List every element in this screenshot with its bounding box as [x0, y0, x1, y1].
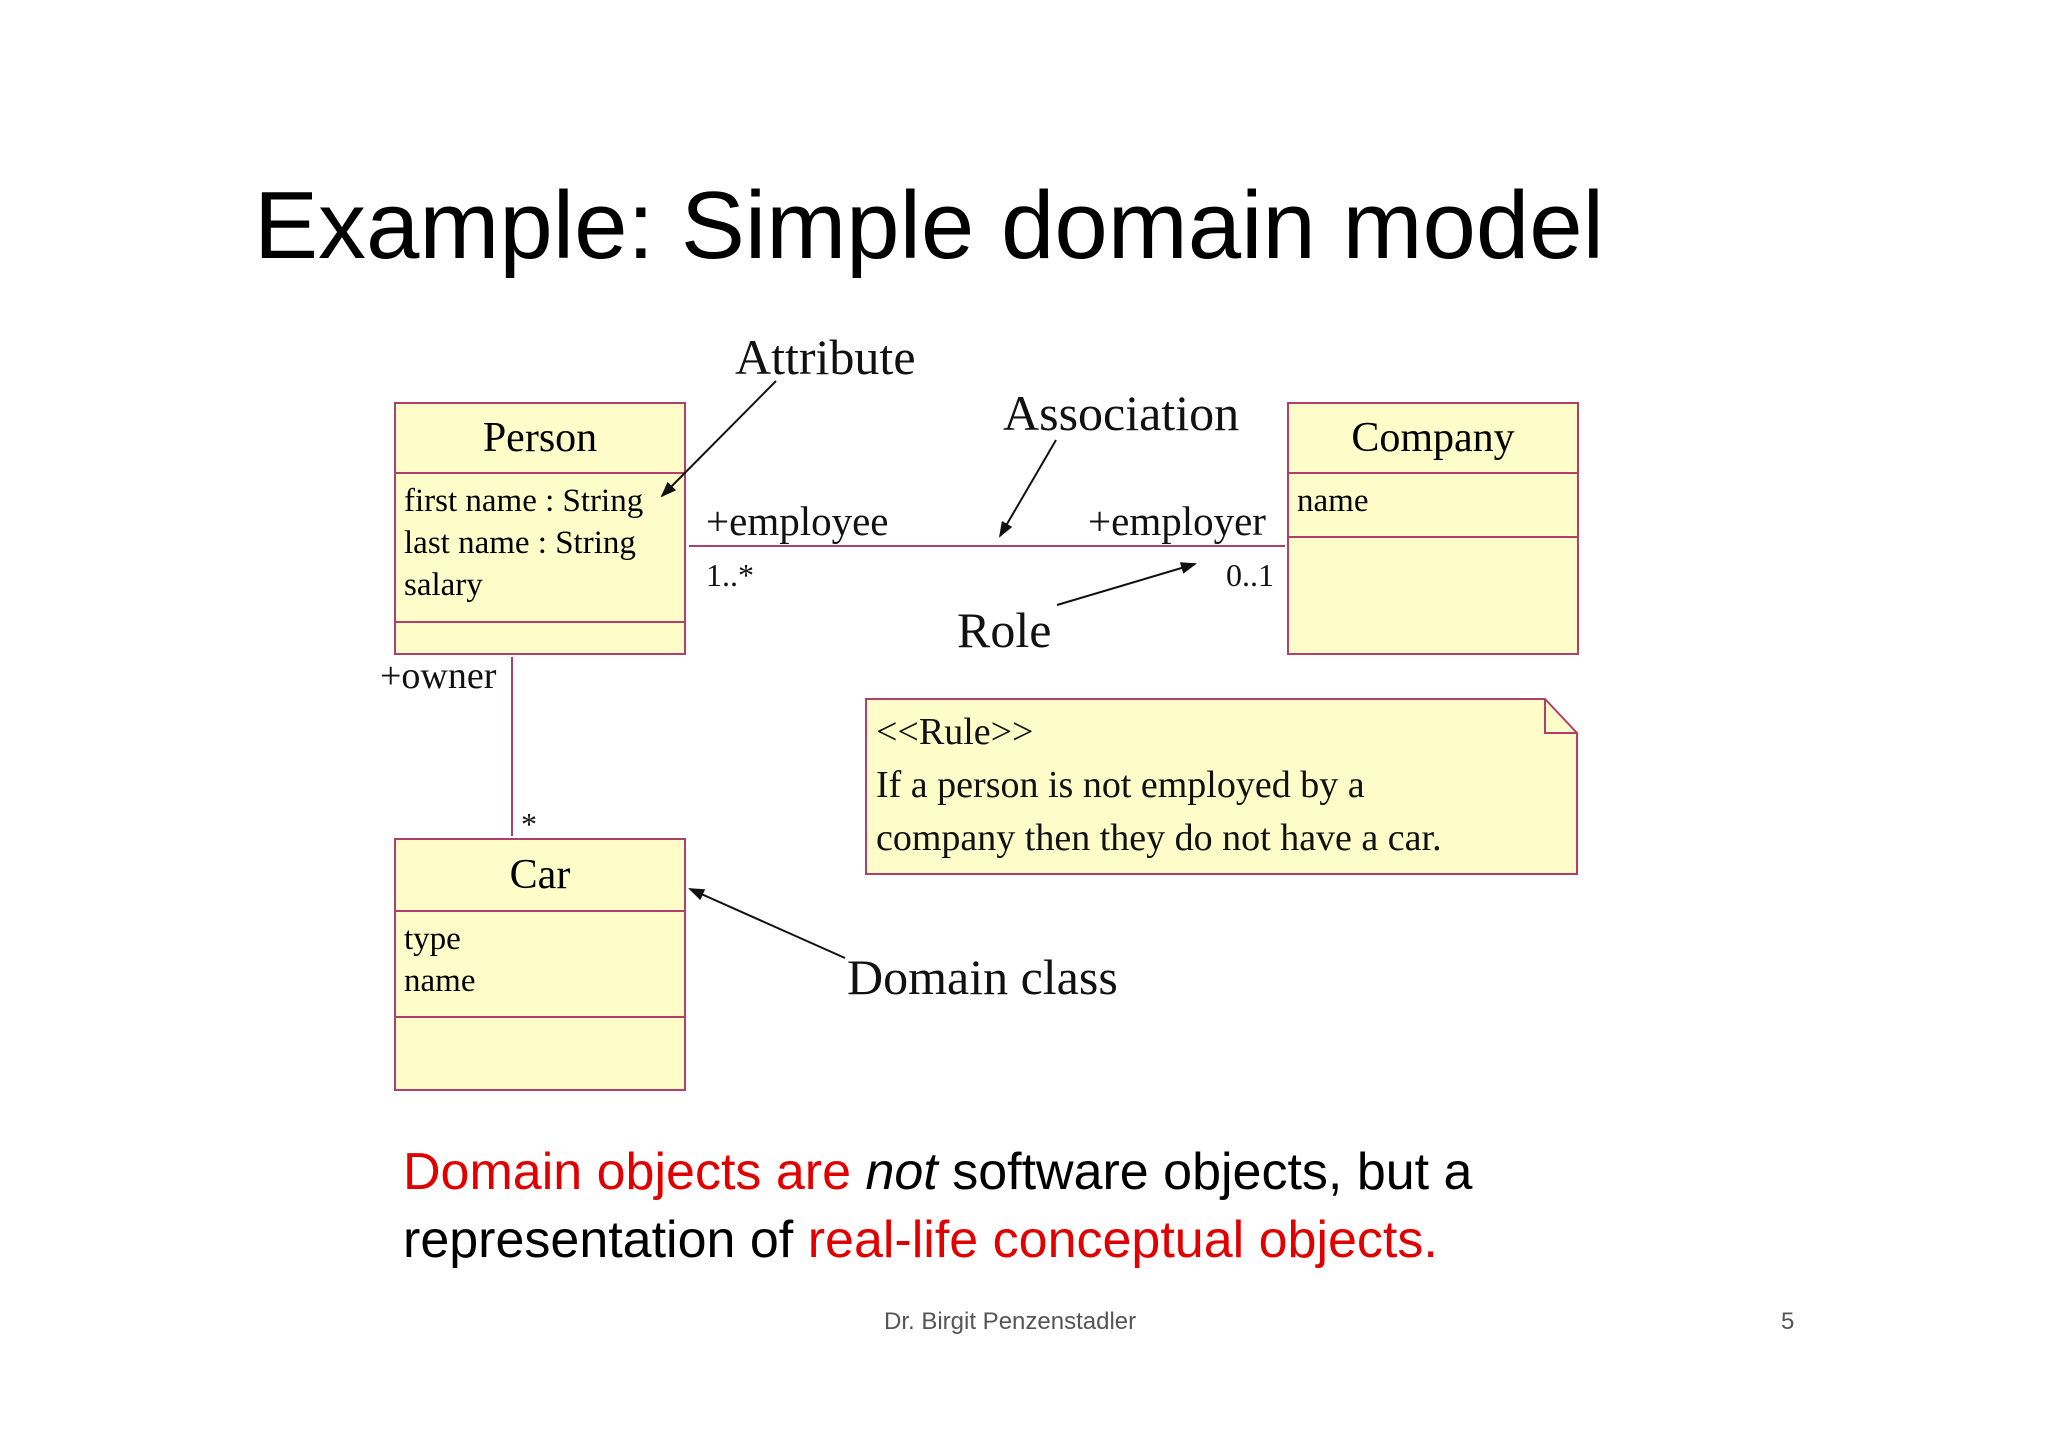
domain-class-arrow	[688, 888, 846, 959]
caption-text-1: software objects, but a	[937, 1143, 1473, 1201]
role-owner: +owner	[380, 655, 497, 697]
multiplicity-employee: 1..*	[706, 557, 754, 593]
attribute-car-name: name	[404, 963, 476, 999]
role-employee: +employee	[706, 498, 889, 544]
role-arrow	[1056, 562, 1197, 606]
note-line-1: If a person is not employed by a	[876, 764, 1365, 806]
rule-note: <<Rule>> If a person is not employed by …	[866, 698, 1578, 875]
note-shape	[865, 698, 1578, 875]
attribute-company-name: name	[1297, 483, 1369, 519]
label-attribute: Attribute	[735, 329, 916, 385]
attribute-salary: salary	[404, 567, 483, 603]
role-employer: +employer	[1088, 498, 1266, 544]
footer-author: Dr. Birgit Penzenstadler	[884, 1308, 1137, 1335]
attribute-last-name: last name : String	[404, 525, 636, 561]
label-association: Association	[1003, 385, 1240, 441]
caption-emphasis: not	[865, 1143, 938, 1201]
label-domain-class: Domain class	[847, 949, 1118, 1005]
caption-highlight-1: Domain objects are	[403, 1143, 866, 1201]
association-arrow	[998, 439, 1057, 538]
attribute-arrow	[660, 380, 777, 498]
class-person-name: Person	[396, 404, 684, 474]
class-company-attributes: name	[1289, 474, 1577, 538]
class-company: Company name	[1287, 402, 1579, 655]
class-person-attributes: first name : String last name : String s…	[396, 474, 684, 623]
multiplicity-employer: 0..1	[1226, 557, 1274, 593]
slide-caption: Domain objects are not software objects,…	[403, 1138, 1472, 1274]
class-car-attributes: type name	[396, 912, 684, 1018]
attribute-first-name: first name : String	[404, 483, 644, 519]
class-car: Car type name	[394, 838, 686, 1091]
caption-text-2: representation of	[403, 1211, 808, 1269]
class-company-name: Company	[1289, 404, 1577, 474]
multiplicity-car: *	[521, 806, 537, 842]
note-fold	[1544, 699, 1577, 734]
class-car-name: Car	[396, 840, 684, 912]
class-person: Person first name : String last name : S…	[394, 402, 686, 655]
label-role: Role	[957, 602, 1052, 658]
caption-line-2: representation of real-life conceptual o…	[403, 1206, 1472, 1274]
page-number: 5	[1781, 1308, 1795, 1335]
note-line-2: company then they do not have a car.	[876, 817, 1442, 859]
caption-highlight-2: real-life conceptual objects.	[807, 1211, 1438, 1269]
note-stereotype: <<Rule>>	[876, 711, 1034, 753]
attribute-type: type	[404, 921, 461, 957]
caption-line-1: Domain objects are not software objects,…	[403, 1138, 1472, 1206]
slide-title: Example: Simple domain model	[254, 172, 1604, 279]
